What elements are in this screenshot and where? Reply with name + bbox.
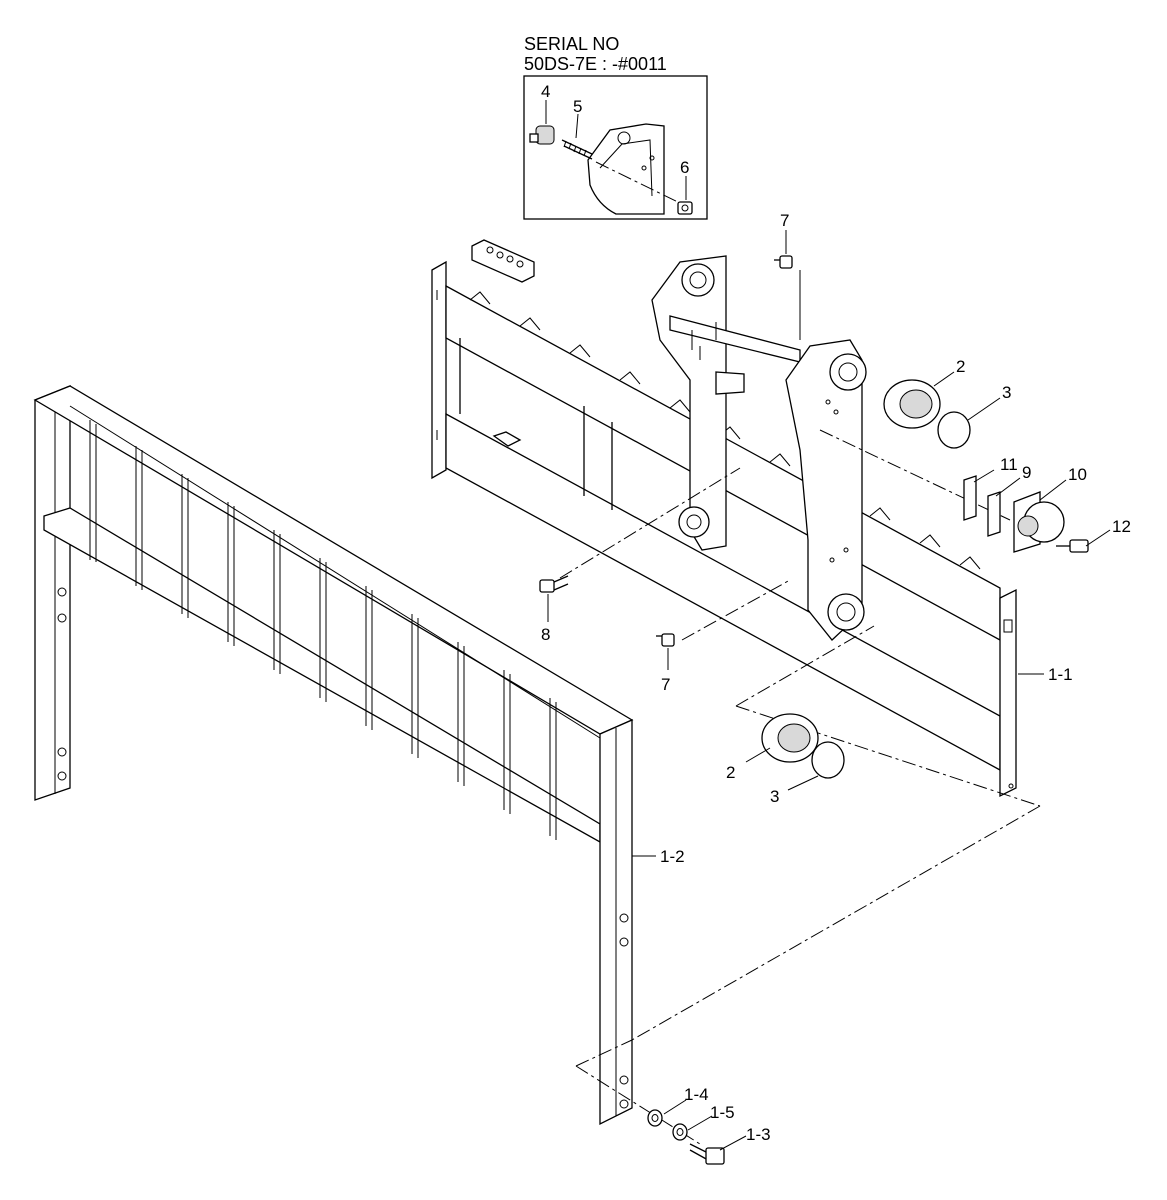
label-9: 9 (1022, 463, 1031, 482)
label-1-2: 1-2 (660, 847, 685, 866)
label-2-lower: 2 (726, 763, 735, 782)
roller-lower-left (678, 506, 710, 538)
label-8: 8 (541, 625, 550, 644)
part-2-lower-bearing (761, 713, 819, 763)
label-7-lower: 7 (661, 675, 670, 694)
backrest-left-post (34, 385, 71, 801)
carriage-assembly (431, 239, 1017, 798)
label-2-upper: 2 (956, 357, 965, 376)
label-6: 6 (680, 158, 689, 177)
inset-part5-spring (561, 139, 593, 160)
label-1-3: 1-3 (746, 1125, 771, 1144)
part-3-lower-snap-ring (811, 741, 845, 779)
part-10-side-roller (1013, 491, 1065, 553)
label-1-4: 1-4 (684, 1085, 709, 1104)
carriage-right-endplate (999, 588, 1017, 798)
part-1-5-washer (672, 1123, 688, 1141)
part-11-shim (963, 475, 977, 521)
roller-upper-right (829, 353, 867, 391)
label-1-1: 1-1 (1048, 665, 1073, 684)
label-3-lower: 3 (770, 787, 779, 806)
part-8-bolt (539, 575, 569, 593)
inset-header-line2: 50DS-7E : -#0011 (524, 54, 667, 74)
label-7-upper: 7 (780, 211, 789, 230)
part-1-3-bolt (689, 1143, 725, 1165)
part-3-upper-snap-ring (937, 411, 971, 449)
part-1-4-washer (647, 1109, 663, 1127)
label-12: 12 (1112, 517, 1131, 536)
part-7-upper-grease-nipple (774, 255, 793, 269)
carriage-top-bracket (471, 239, 535, 283)
carriage-left-endplate (431, 260, 447, 480)
load-backrest (33, 385, 634, 1126)
carriage-mast-plate-left (651, 255, 727, 551)
inset-part6-nut (677, 201, 693, 215)
part-9-plate (987, 491, 1001, 537)
roller-lower-right (827, 593, 865, 631)
inset-plate (587, 123, 665, 215)
label-4: 4 (541, 82, 550, 101)
label-3-upper: 3 (1002, 383, 1011, 402)
inset-header-line1: SERIAL NO (524, 34, 619, 54)
inset-frame (523, 75, 708, 220)
part-12-bolt (1056, 539, 1089, 553)
label-11: 11 (1000, 455, 1018, 474)
part-7-lower-grease-nipple (656, 633, 675, 647)
callout-labels: 7 2 3 11 9 10 12 8 7 1-1 2 3 1-2 1-4 1-5… (541, 211, 1131, 1144)
part-2-upper-bearing (883, 379, 941, 429)
inset-serial-box: SERIAL NO 50DS-7E : -#0011 4 5 6 (523, 34, 708, 220)
leader-lines (547, 230, 1111, 1151)
inset-part4-bushing (529, 125, 555, 145)
label-10: 10 (1068, 465, 1087, 484)
label-5: 5 (573, 97, 582, 116)
roller-upper-left (681, 263, 715, 297)
label-1-5: 1-5 (710, 1103, 735, 1122)
